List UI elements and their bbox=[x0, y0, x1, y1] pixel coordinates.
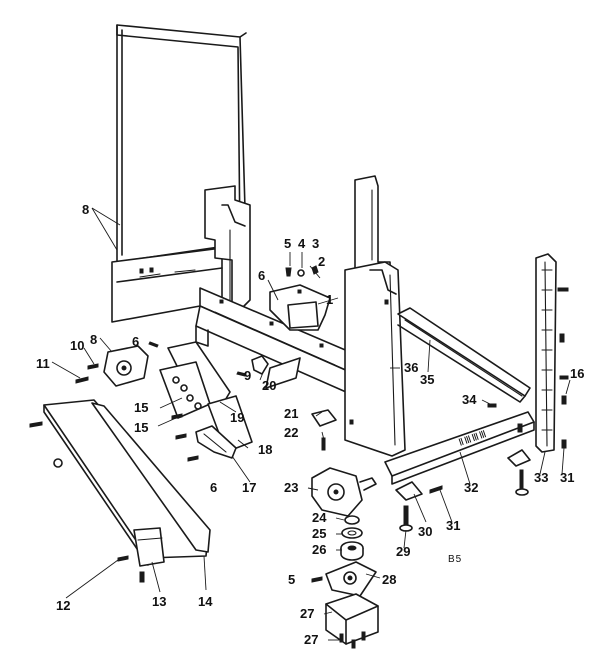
label-2: 2 bbox=[318, 254, 325, 269]
label-11: 12 bbox=[56, 598, 70, 613]
label-6-mid: 6 bbox=[132, 334, 139, 349]
part-33-slide bbox=[535, 253, 557, 453]
label-28: 28 bbox=[382, 572, 396, 587]
label-23: 24 bbox=[312, 510, 327, 525]
label-34: 34 bbox=[462, 392, 477, 407]
label-7: 8 bbox=[82, 202, 89, 217]
part-19-clip bbox=[251, 355, 301, 389]
part-31-clip bbox=[507, 449, 531, 496]
label-20: 21 bbox=[284, 406, 298, 421]
diagram-code: B5 bbox=[448, 554, 462, 565]
label-15-left: 15 bbox=[134, 420, 148, 435]
label-5-top: 5 bbox=[284, 236, 291, 251]
label-13: 14 bbox=[198, 594, 213, 609]
part-24-washer bbox=[341, 527, 363, 539]
label-4: 4 bbox=[298, 236, 306, 251]
label-26: 27 bbox=[300, 606, 314, 621]
part-16-clip bbox=[195, 425, 237, 459]
label-25: 26 bbox=[312, 542, 326, 557]
label-16: 17 bbox=[242, 480, 256, 495]
label-24: 25 bbox=[312, 526, 326, 541]
label-31-right: 31 bbox=[560, 470, 574, 485]
label-27: 27 bbox=[304, 632, 318, 647]
part-28-mount bbox=[325, 561, 377, 597]
fastener-screws-right bbox=[487, 287, 569, 449]
part-8-switch bbox=[75, 345, 149, 387]
label-22: 23 bbox=[284, 480, 298, 495]
part-35-rail bbox=[397, 307, 531, 403]
label-5-low: 5 bbox=[288, 572, 295, 587]
label-36: 36 bbox=[404, 360, 418, 375]
label-14: 15 bbox=[134, 400, 148, 415]
part-1-bracket bbox=[269, 284, 331, 331]
label-6-low: 6 bbox=[210, 480, 217, 495]
label-29: 29 bbox=[396, 544, 410, 559]
slide-holes bbox=[541, 269, 553, 431]
part-13-kickplate bbox=[43, 399, 211, 566]
label-8-mid: 9 bbox=[244, 368, 251, 383]
leader-lines bbox=[51, 207, 571, 641]
part-26-bracket bbox=[311, 576, 379, 649]
label-35: 35 bbox=[420, 372, 434, 387]
part-labels: 8 1 2 3 4 5 6 8 10 11 6 15 15 19 9 20 18… bbox=[36, 202, 584, 647]
part-20-clip bbox=[311, 409, 337, 451]
label-33: 33 bbox=[534, 470, 548, 485]
label-3: 3 bbox=[312, 236, 319, 251]
label-21: 22 bbox=[284, 425, 298, 440]
label-15-right: 16 bbox=[570, 366, 584, 381]
part-22-valve bbox=[311, 467, 377, 517]
label-19: 20 bbox=[262, 378, 276, 393]
frame-right-upright bbox=[344, 175, 406, 457]
label-31-mid: 31 bbox=[446, 518, 460, 533]
part-12-bracket bbox=[133, 527, 165, 567]
part-23-washer bbox=[344, 515, 360, 525]
label-17: 18 bbox=[258, 442, 272, 457]
fastener-screws-left bbox=[29, 413, 199, 583]
part-32-rail: ⅡⅢⅢⅢ bbox=[384, 411, 535, 485]
label-1: 1 bbox=[326, 292, 333, 307]
label-18: 19 bbox=[230, 410, 244, 425]
part-7-panel bbox=[111, 24, 247, 323]
label-32: 32 bbox=[464, 480, 478, 495]
label-9: 10 bbox=[70, 338, 84, 353]
label-10: 11 bbox=[36, 356, 50, 371]
label-30: 30 bbox=[418, 524, 432, 539]
label-6-top: 6 bbox=[258, 268, 265, 283]
label-8-left: 8 bbox=[90, 332, 97, 347]
fastener-screws-top bbox=[148, 265, 319, 377]
label-12: 13 bbox=[152, 594, 166, 609]
part-25-gasket bbox=[340, 541, 364, 561]
part-30-clip bbox=[395, 481, 443, 532]
